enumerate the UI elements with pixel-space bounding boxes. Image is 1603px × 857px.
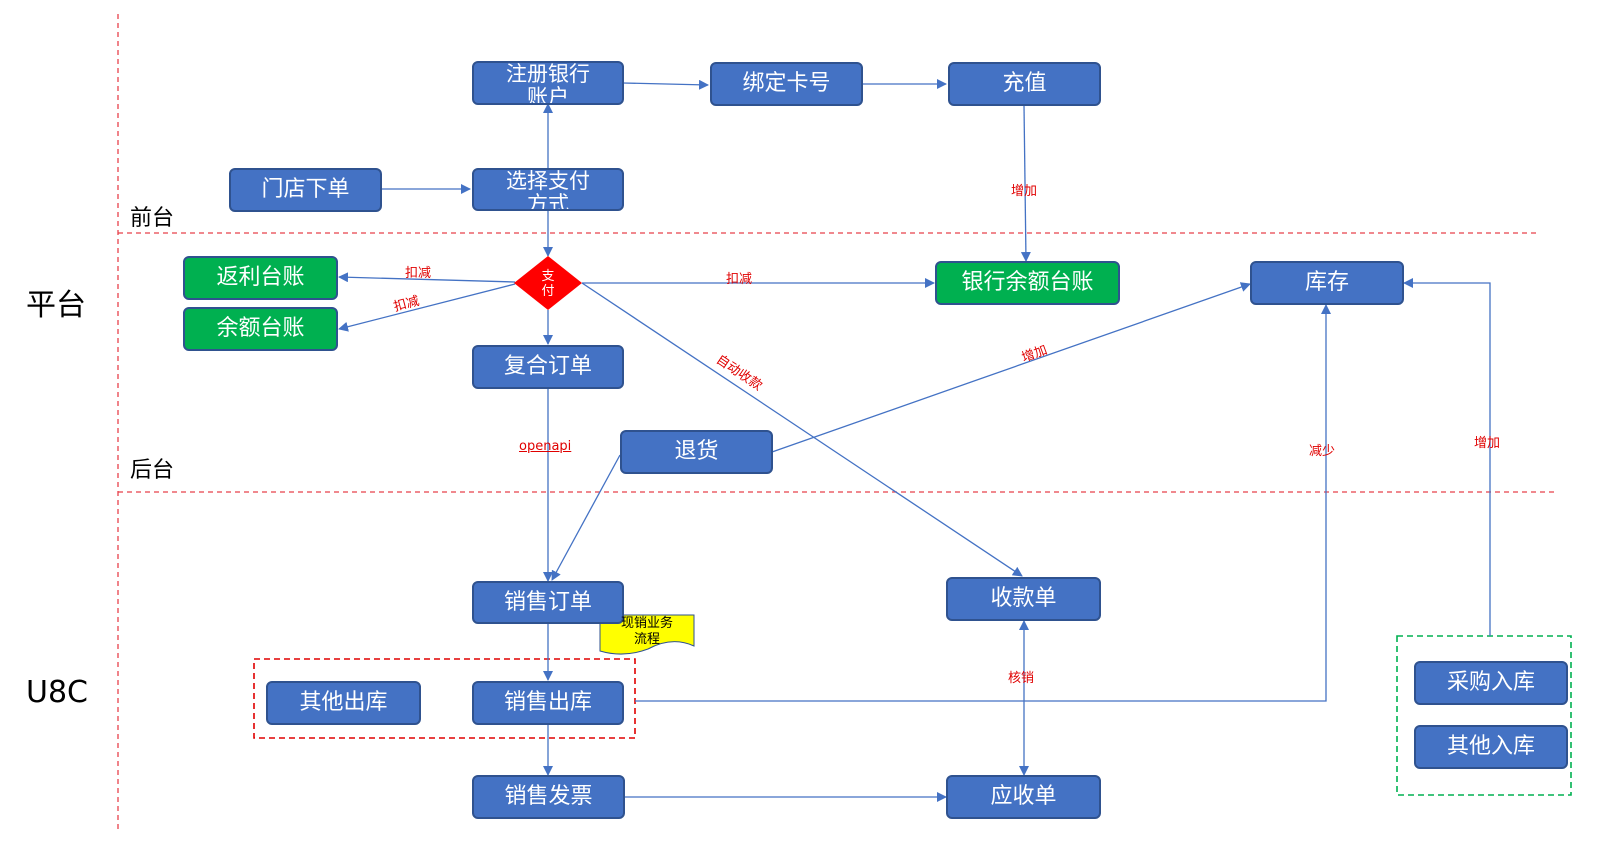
node-recharge: 充值 (948, 62, 1101, 106)
node-purchase-inbound: 采购入库 (1414, 661, 1568, 705)
node-rebate-ledger: 返利台账 (183, 256, 338, 300)
node-return-goods: 退货 (620, 430, 773, 474)
edge-pay-balance (338, 283, 516, 332)
label-increase-recharge: 增加 (1011, 184, 1038, 199)
outbound-group-box (253, 658, 636, 739)
note-shape (599, 614, 695, 655)
label-writeoff: 核销 (1008, 671, 1035, 686)
note-cash-sales-process: 现销业务 流程 (620, 616, 673, 647)
node-bind-card: 绑定卡号 (710, 62, 863, 106)
lane-label-platform: 平台 (26, 288, 86, 323)
lane-label-back: 后台 (130, 458, 175, 483)
edge-recharge-bankledger (1020, 104, 1031, 262)
node-choose-payment: 选择支付 方式 (472, 168, 624, 211)
lane-label-front: 前台 (130, 206, 175, 231)
edge-purchase-inventory (1403, 278, 1491, 636)
node-sales-outbound: 销售出库 (472, 681, 624, 725)
label-decrease: 减少 (1309, 444, 1336, 459)
node-other-inbound: 其他入库 (1414, 725, 1568, 769)
label-increase-purchase: 增加 (1474, 436, 1501, 451)
node-other-outbound: 其他出库 (266, 681, 421, 725)
inbound-group-box (1396, 635, 1572, 796)
node-store-order: 门店下单 (229, 168, 382, 212)
node-sales-order: 销售订单 (472, 581, 624, 624)
node-receipt: 收款单 (946, 577, 1101, 621)
edge-pay-rebate (338, 272, 516, 283)
lane-label-u8c: U8C (26, 675, 88, 710)
node-compound-order: 复合订单 (472, 345, 624, 389)
label-deduct-rebate: 扣减 (405, 266, 432, 281)
edge-return-inventory (771, 282, 1251, 453)
node-register-bank-account: 注册银行 账户 (472, 61, 624, 105)
pay-diamond (514, 256, 582, 310)
label-deduct-bank: 扣减 (726, 272, 753, 287)
node-receivable: 应收单 (946, 775, 1101, 819)
node-sales-invoice: 销售发票 (472, 775, 625, 819)
node-inventory: 库存 (1250, 261, 1404, 305)
edge-pay-receipt (581, 282, 1023, 577)
edge-register-bindcard (622, 79, 709, 90)
edge-return-salesorder (551, 454, 621, 581)
node-bank-balance-ledger: 银行余额台账 (935, 261, 1120, 305)
node-balance-ledger: 余额台账 (183, 307, 338, 351)
node-pay-label: 支 付 (541, 269, 555, 299)
edge-salesout-inventory (635, 304, 1331, 702)
label-openapi: openapi (519, 439, 572, 454)
